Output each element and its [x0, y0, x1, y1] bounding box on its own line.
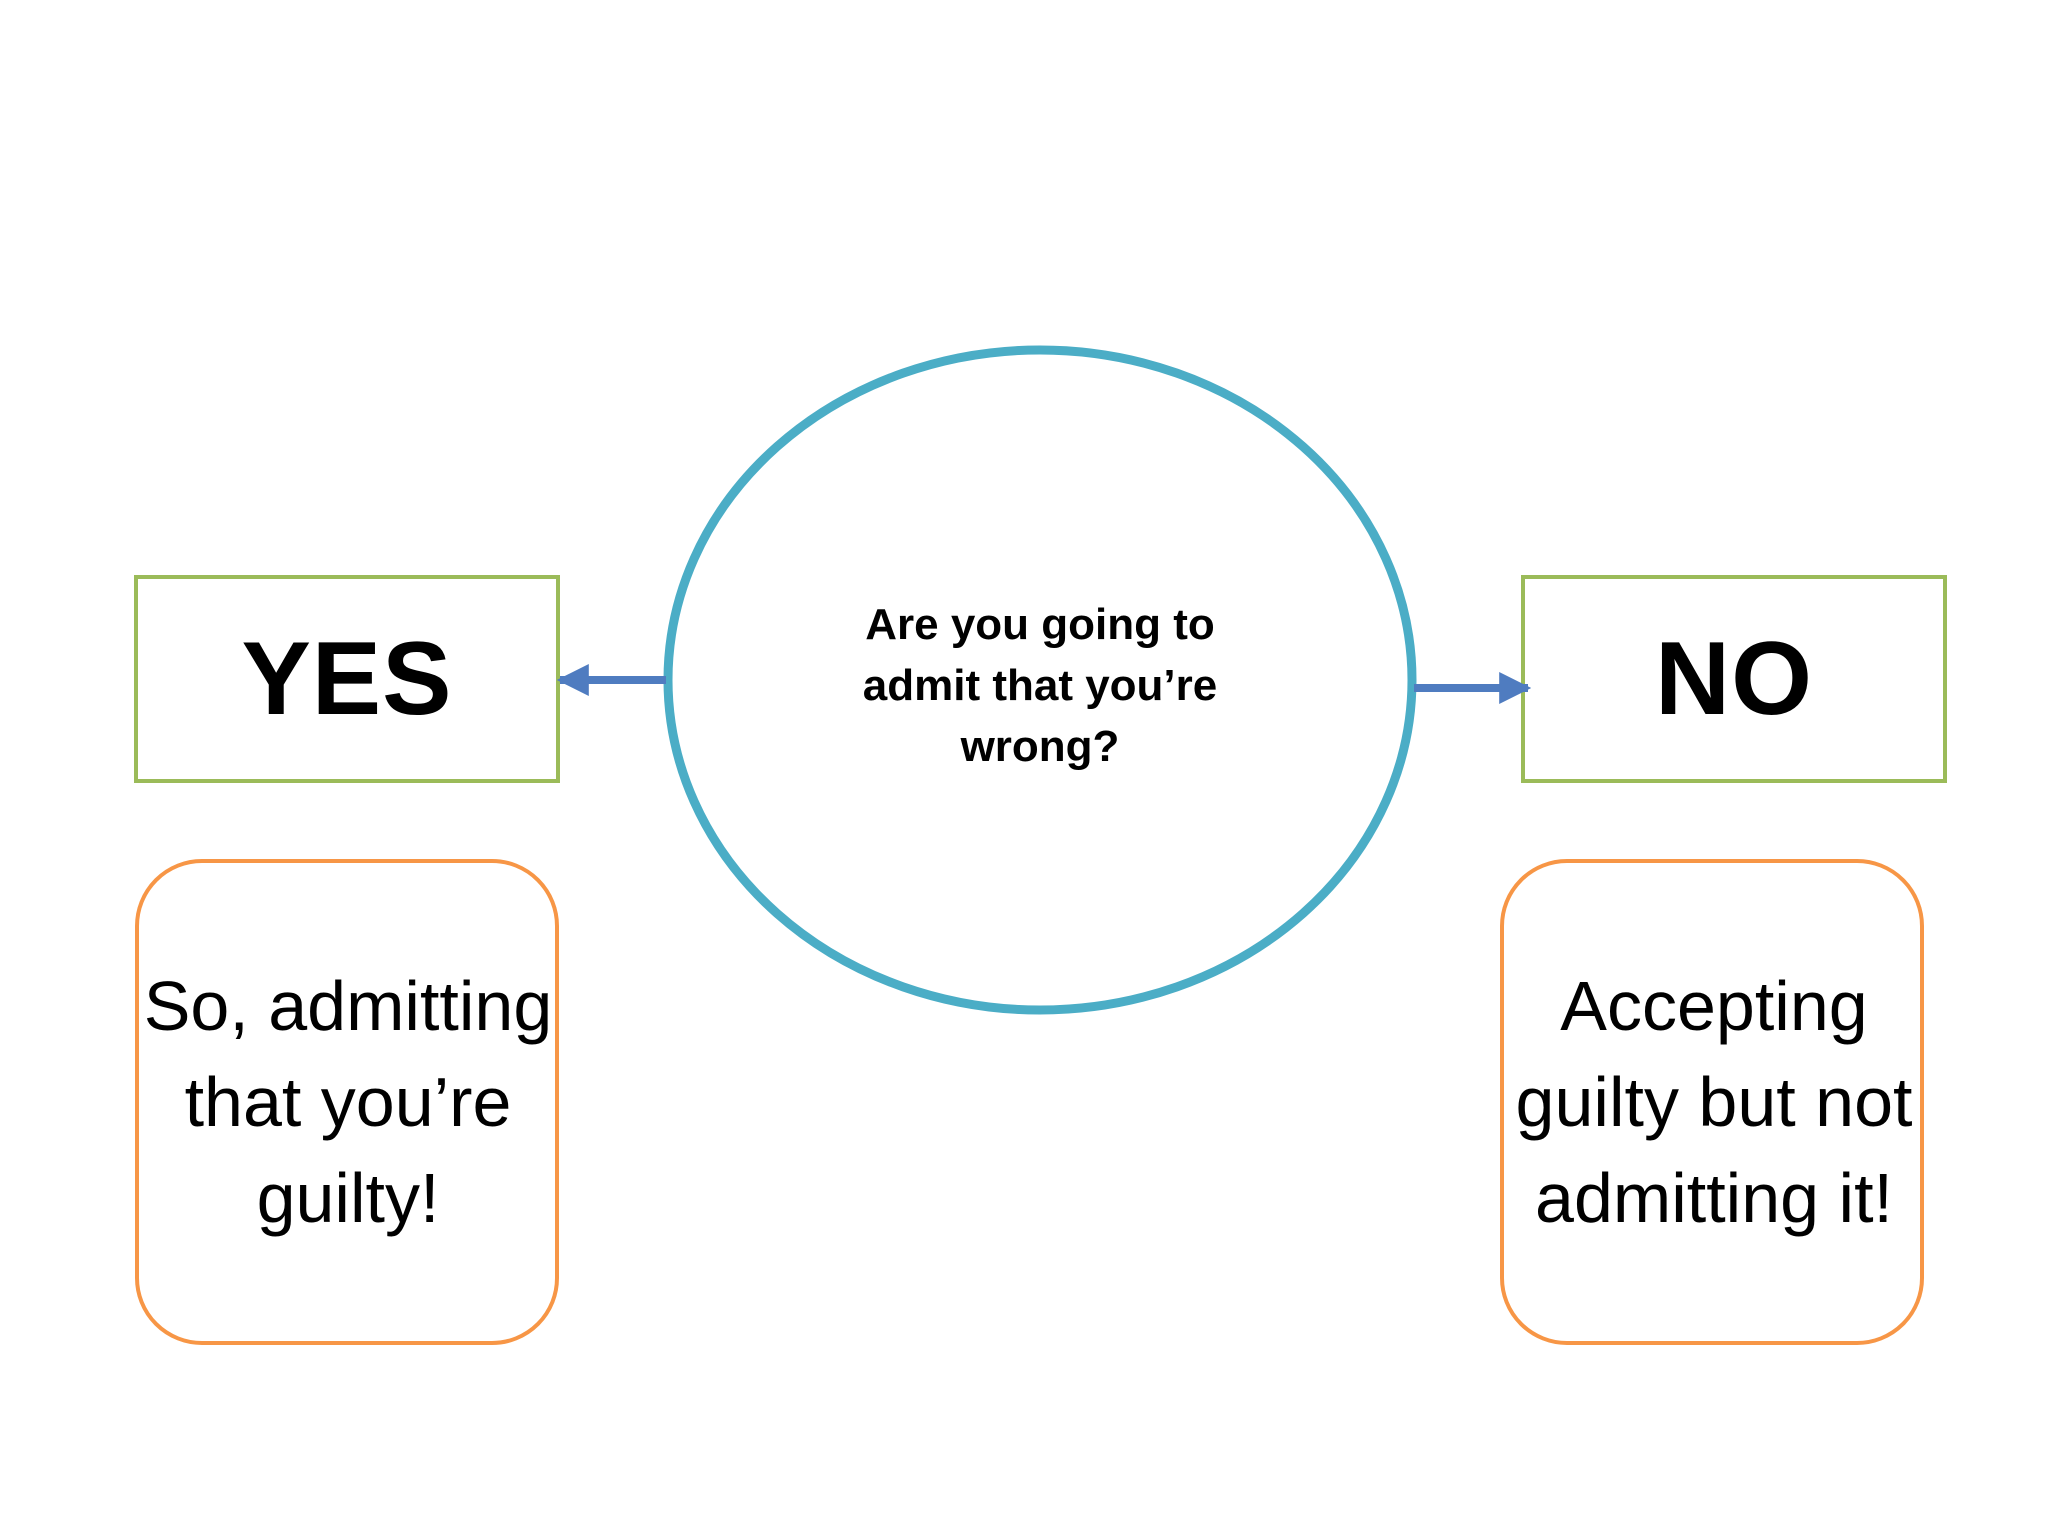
yes-box	[134, 575, 560, 783]
no-box	[1521, 575, 1947, 783]
no-label: NO	[1655, 620, 1813, 737]
yes-label: YES	[241, 620, 453, 737]
question-ellipse	[663, 345, 1417, 1015]
question-label: Are you going to admit that you’re wrong…	[862, 599, 1218, 771]
yes-outcome-label: So, admitting that you’re guilty!	[143, 967, 553, 1237]
no-outcome-box	[1500, 859, 1924, 1345]
yes-outcome-box	[135, 859, 559, 1345]
no-outcome-label: Accepting guilty but not admitting it!	[1515, 967, 1913, 1237]
